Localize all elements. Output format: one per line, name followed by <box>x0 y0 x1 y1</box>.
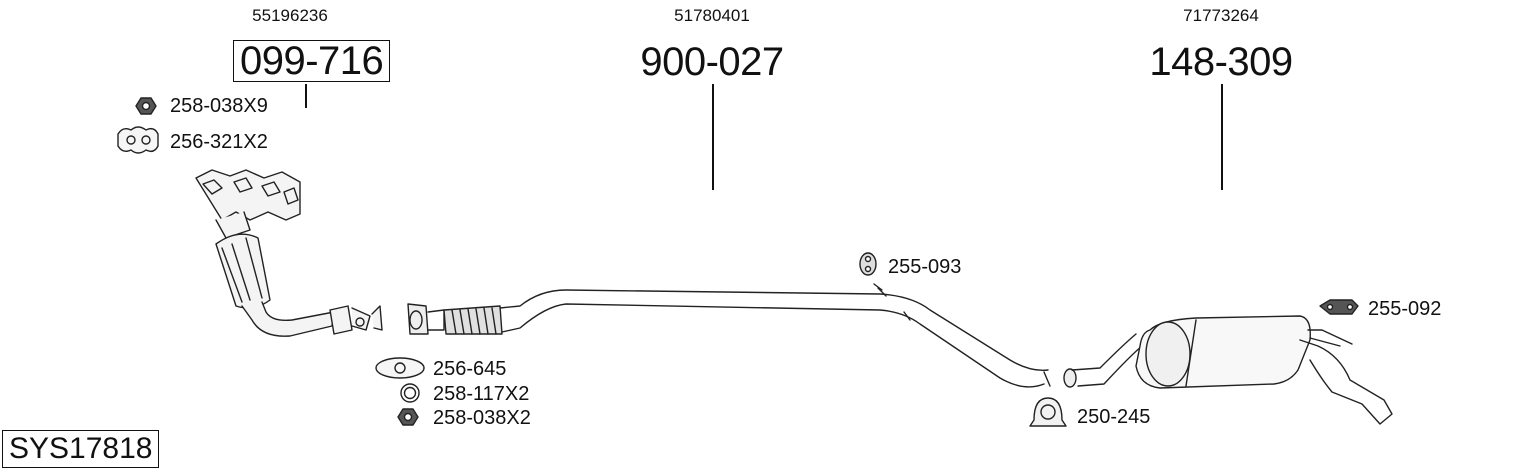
label-ring[interactable]: 258-117X2 <box>433 383 530 405</box>
sealing-ring-icon <box>400 383 420 403</box>
label-gasket-top[interactable]: 256-321X2 <box>170 131 268 153</box>
middle-pipe-drawing <box>407 283 1051 388</box>
label-nut-bottom[interactable]: 258-038X2 <box>433 407 531 429</box>
rear-silencer-drawing <box>1063 315 1393 425</box>
manifold-gasket-icon <box>117 126 159 154</box>
system-code: SYS17818 <box>2 430 160 468</box>
part-number-3[interactable]: 148-309 <box>1149 40 1293 84</box>
label-gasket-flange[interactable]: 256-645 <box>433 358 507 380</box>
leader-line-2 <box>712 84 714 190</box>
pipe-clamp-icon <box>1029 397 1067 427</box>
part-number-1[interactable]: 099-716 <box>233 40 391 82</box>
label-clamp[interactable]: 250-245 <box>1077 406 1151 428</box>
oem-number-1: 55196236 <box>252 6 328 25</box>
label-hanger-rear[interactable]: 255-092 <box>1368 298 1442 320</box>
flange-gasket-icon <box>375 357 425 379</box>
part-number-2[interactable]: 900-027 <box>640 40 784 84</box>
leader-line-1 <box>305 84 307 108</box>
leader-line-3 <box>1221 84 1223 190</box>
label-hanger-mid[interactable]: 255-093 <box>888 256 962 278</box>
manifold-catalyst-drawing <box>195 169 383 337</box>
hex-nut-icon <box>135 97 157 115</box>
label-nut-top[interactable]: 258-038X9 <box>170 95 268 117</box>
oem-number-2: 51780401 <box>674 6 750 25</box>
oem-number-3: 71773264 <box>1183 6 1259 25</box>
rear-hanger-icon <box>1319 299 1359 315</box>
rubber-hanger-icon <box>859 252 877 276</box>
hex-nut-icon <box>397 408 419 426</box>
